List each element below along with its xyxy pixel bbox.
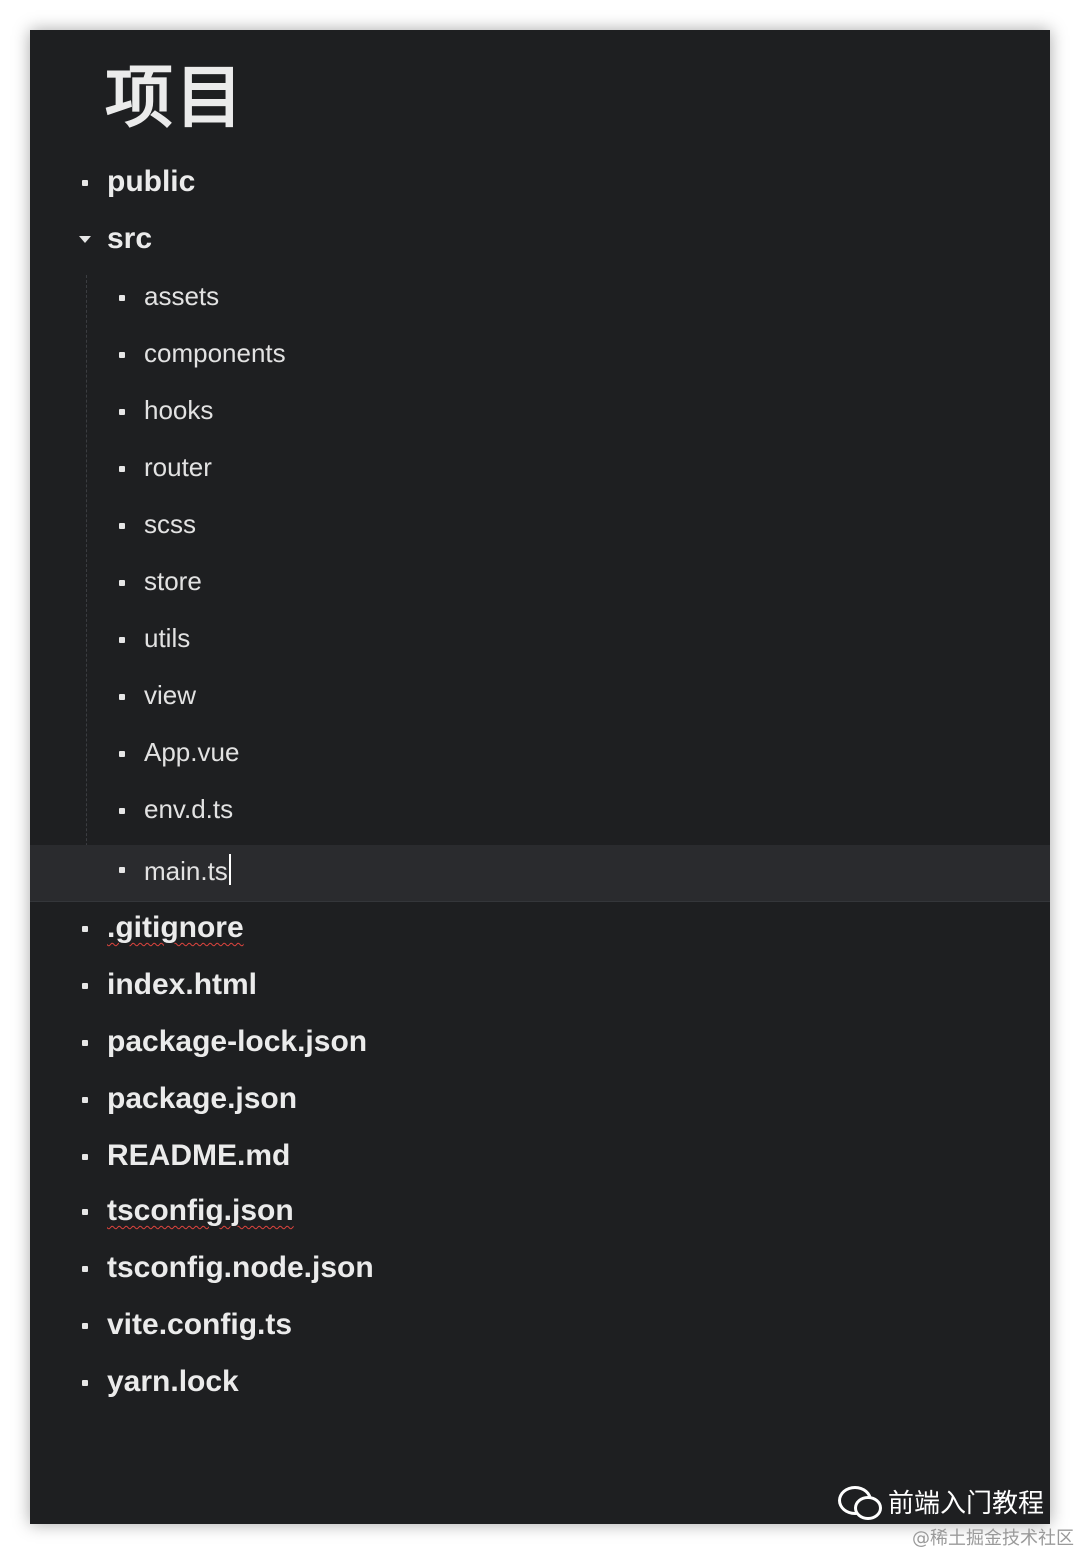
outline-item-package-lock-json[interactable]: package-lock.json <box>30 1015 1050 1072</box>
outline-item-store[interactable]: store <box>30 555 1050 612</box>
outline-item-label: components <box>144 338 286 368</box>
outline-item-label: hooks <box>144 395 214 425</box>
outline-item-label: tsconfig.json <box>107 1194 294 1227</box>
outline-item-env-d-ts[interactable]: env.d.ts <box>30 783 1050 840</box>
text-cursor <box>228 854 231 885</box>
bullet-icon[interactable] <box>82 1040 88 1046</box>
outline-item-tsconfig-node-json[interactable]: tsconfig.node.json <box>30 1241 1050 1298</box>
wechat-watermark: 前端入门教程 <box>837 1483 1044 1520</box>
bullet-icon[interactable] <box>82 983 88 989</box>
bullet-icon[interactable] <box>119 523 125 529</box>
outline-item-view[interactable]: view <box>30 669 1050 726</box>
bullet-icon[interactable] <box>119 637 125 643</box>
outline-item-label: .gitignore <box>107 911 244 944</box>
outline-item-utils[interactable]: utils <box>30 612 1050 669</box>
outline-item-label: tsconfig.node.json <box>107 1251 374 1284</box>
bullet-icon[interactable] <box>119 867 125 873</box>
outline-item-label: vite.config.ts <box>107 1308 293 1341</box>
outline-item-vite-config-ts[interactable]: vite.config.ts <box>30 1298 1050 1355</box>
bullet-icon[interactable] <box>82 1323 88 1329</box>
bullet-icon[interactable] <box>119 295 125 301</box>
outline-item-label: utils <box>144 623 191 653</box>
outline-item-hooks[interactable]: hooks <box>30 384 1050 441</box>
outline-item-assets[interactable]: assets <box>30 270 1050 327</box>
bullet-icon[interactable] <box>82 1380 88 1386</box>
wechat-icon <box>837 1484 882 1520</box>
outline-item-label-wrapper[interactable]: main.ts <box>144 854 231 887</box>
outline-item-scss[interactable]: scss <box>30 498 1050 555</box>
bullet-icon[interactable] <box>119 808 125 814</box>
outline-item-label: env.d.ts <box>144 794 234 824</box>
bullet-icon[interactable] <box>119 352 125 358</box>
outline-item-label: store <box>144 566 202 596</box>
outline-item-readme-md[interactable]: README.md <box>30 1129 1050 1186</box>
bullet-icon[interactable] <box>82 926 88 932</box>
collapse-caret-icon[interactable] <box>79 236 91 243</box>
outline-item-index-html[interactable]: index.html <box>30 958 1050 1015</box>
bullet-icon[interactable] <box>82 1266 88 1272</box>
outliner-window: 项目 public src assets components hooks ro… <box>30 30 1050 1524</box>
bullet-icon[interactable] <box>82 1209 88 1215</box>
source-watermark: @稀土掘金技术社区 <box>912 1528 1074 1549</box>
bullet-icon[interactable] <box>119 694 125 700</box>
outline-item-label: index.html <box>107 968 258 1001</box>
bullet-icon[interactable] <box>82 180 88 186</box>
bullet-icon[interactable] <box>119 409 125 415</box>
outline-item-label: README.md <box>107 1139 291 1172</box>
outline-item-label: package-lock.json <box>107 1025 368 1058</box>
outline-item-label: public <box>107 165 196 198</box>
outline-item-package-json[interactable]: package.json <box>30 1072 1050 1129</box>
bullet-icon[interactable] <box>119 466 125 472</box>
outline-item-label: App.vue <box>144 737 240 767</box>
indent-guide <box>86 275 87 891</box>
outline-item-components[interactable]: components <box>30 327 1050 384</box>
outline-item-src[interactable]: src <box>30 212 1050 269</box>
outline-item-label: router <box>144 452 212 482</box>
bullet-icon[interactable] <box>82 1097 88 1103</box>
outline-item-app-vue[interactable]: App.vue <box>30 726 1050 783</box>
outline-item-router[interactable]: router <box>30 441 1050 498</box>
outline-item-main-ts[interactable]: main.ts <box>30 845 1050 902</box>
outline-item-tsconfig-json[interactable]: tsconfig.json <box>30 1184 1050 1241</box>
bullet-icon[interactable] <box>119 751 125 757</box>
outline-item-label: scss <box>144 509 196 539</box>
outline-item-label: src <box>107 222 153 255</box>
watermark-brand: 前端入门教程 <box>887 1489 1044 1519</box>
outline-item-yarn-lock[interactable]: yarn.lock <box>30 1355 1050 1412</box>
bullet-icon[interactable] <box>82 1154 88 1160</box>
bullet-icon[interactable] <box>119 580 125 586</box>
outline-item-label: view <box>144 680 197 710</box>
outline-item-gitignore[interactable]: .gitignore <box>30 901 1050 958</box>
outline-item-label[interactable]: main.ts <box>144 856 228 886</box>
outline-item-label: assets <box>144 281 220 311</box>
outline-item-label: yarn.lock <box>107 1365 239 1398</box>
page-title: 项目 <box>105 59 246 138</box>
outline-item-label: package.json <box>107 1082 298 1115</box>
outline-item-public[interactable]: public <box>30 155 1050 212</box>
